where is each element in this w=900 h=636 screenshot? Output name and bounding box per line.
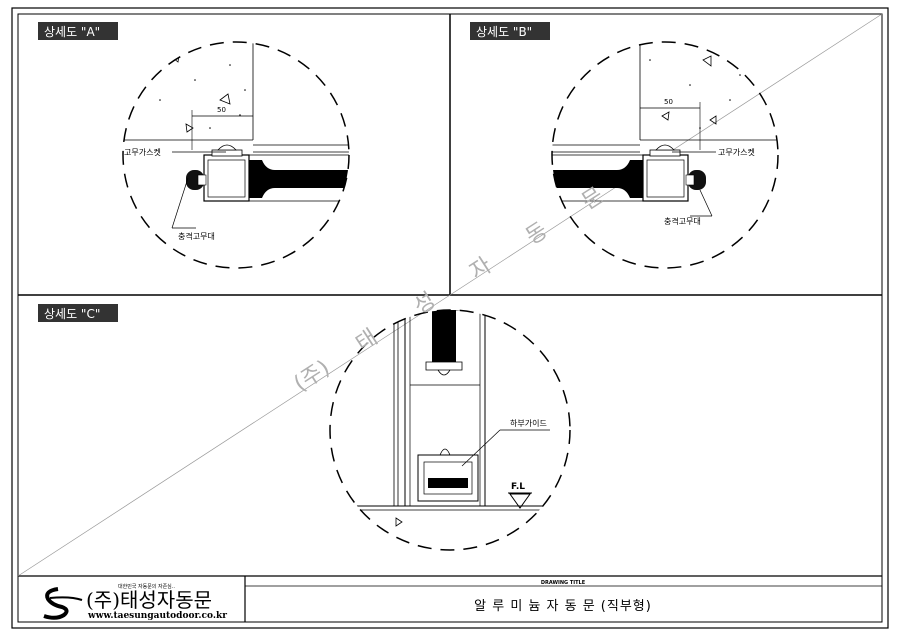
detail-c: 상세도 "C" 하부가이드 F.L [38,304,571,551]
detail-b: 상세도 "B" 50 고무가스켓 충격고무대 [470,22,779,269]
diagonal-line [17,13,883,577]
panel-b-gasket-label: 고무가스켓 [718,147,755,157]
watermark-char-0: (주) [290,356,335,397]
panel-a-label-box [38,22,118,40]
panel-a-bumper-label: 충격고무대 [178,231,215,241]
outer-frame [11,7,889,629]
detail-a: 상세도 "A" 50 [38,22,350,269]
company-logo-icon [43,587,83,620]
panel-a-label: 상세도 "A" [44,25,100,39]
panel-b-label-box [470,22,550,40]
drawing-title-label: DRAWING TITLE [541,580,586,586]
panel-b-label: 상세도 "B" [476,25,532,39]
watermark-char-3: 자 [466,253,497,285]
company-tagline: 대한민국 자동문의 자존심.. [118,583,175,590]
panel-b-dim: 50 [664,98,673,106]
drawing-title: 알 루 미 늄 자 동 문 (직부형) [474,599,652,614]
panel-a-gasket-label: 고무가스켓 [124,147,161,157]
watermark-char-1: 태 [352,325,383,357]
panel-c-label: 상세도 "C" [44,307,100,321]
panel-a-dim: 50 [217,106,226,114]
company-url: www.taesungautodoor.co.kr [87,611,227,621]
panel-c-guide-label: 하부가이드 [510,418,547,428]
panel-c-label-box [38,304,118,322]
panel-b-bumper-label: 충격고무대 [664,216,701,226]
floor-level-icon [509,493,531,509]
title-block: DRAWING TITLE 알 루 미 늄 자 동 문 (직부형) 대한민국 자… [43,576,882,622]
company-name: (주)태성자동문 [86,588,212,612]
panel-c-floor-label: F.L [511,482,525,492]
